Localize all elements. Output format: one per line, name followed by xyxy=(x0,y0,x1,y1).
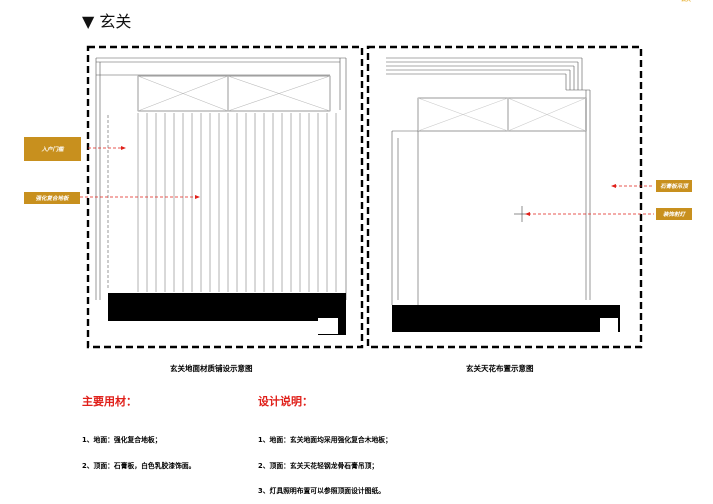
materials-list: 1、地面：强化复合地板； 2、顶面：石膏板，白色乳胶漆饰面。 xyxy=(82,419,195,479)
header-top-right-text: 玄关 xyxy=(680,0,691,3)
design-notes-list: 1、地面：玄关地面均采用强化复合木地板； 2、顶面：玄关天花轻钢龙骨石膏吊顶； … xyxy=(258,419,392,504)
label-gypsum-ceiling: 石膏板吊顶 xyxy=(656,180,692,192)
right-drawing-caption: 玄关天花布置示意图 xyxy=(466,364,534,373)
page-number: 19 xyxy=(344,464,351,470)
materials-item: 2、顶面：石膏板，白色乳胶漆饰面。 xyxy=(82,461,196,470)
right-drawing-frame xyxy=(366,45,643,349)
materials-title: 主要用材： xyxy=(82,395,137,408)
left-drawing-frame xyxy=(86,45,364,349)
left-floor-planks xyxy=(137,113,337,292)
label-laminate-floor: 强化复合地板 xyxy=(24,192,80,204)
drawings-svg xyxy=(80,45,654,349)
left-floor-plan xyxy=(95,57,347,300)
design-notes-title: 设计说明： xyxy=(258,395,313,408)
left-floor-base xyxy=(108,293,346,335)
right-ceiling-plan xyxy=(386,57,591,305)
label-spotlight: 装饰射灯 xyxy=(656,208,692,220)
materials-item: 1、地面：强化复合地板； xyxy=(82,436,162,444)
page-title: ▼ 玄关 xyxy=(82,12,132,31)
design-notes-item: 1、地面：玄关地面均采用强化复合木地板； xyxy=(258,436,392,444)
right-ceiling-base xyxy=(392,305,620,332)
design-notes-item: 2、顶面：玄关天花轻钢龙骨石膏吊顶； xyxy=(258,461,379,470)
design-notes-item: 3、灯具照明布置可以参照顶面设计图纸。 xyxy=(258,487,386,495)
left-drawing-caption: 玄关地面材质铺设示意图 xyxy=(170,364,253,373)
label-door-threshold: 入户门槛 xyxy=(24,137,81,161)
